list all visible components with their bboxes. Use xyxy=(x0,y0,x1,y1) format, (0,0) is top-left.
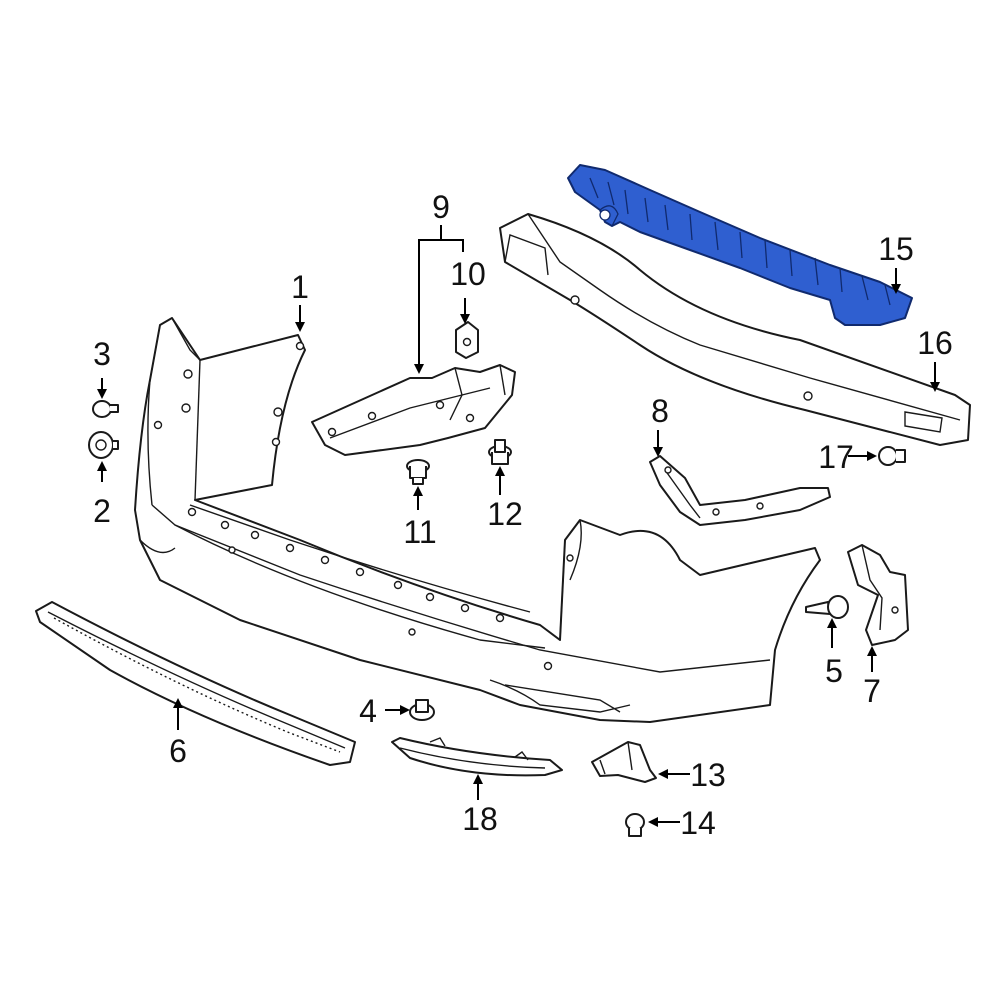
callout-17: 17 xyxy=(818,439,854,475)
grommet-2 xyxy=(88,431,119,459)
callout-18: 18 xyxy=(462,801,498,837)
lower-bracket xyxy=(591,741,657,783)
callout-6: 6 xyxy=(169,733,187,769)
bolt-14 xyxy=(625,813,645,837)
callout-14: 14 xyxy=(680,805,716,841)
screw-5 xyxy=(805,595,849,619)
callout-4: 4 xyxy=(359,693,377,729)
leader-lines xyxy=(97,225,940,827)
clip-nut xyxy=(455,321,479,359)
bolt-17 xyxy=(878,446,906,466)
callout-1: 1 xyxy=(291,269,309,305)
side-support xyxy=(847,544,909,646)
reinforcement-beam xyxy=(499,213,971,446)
energy-absorber-highlighted xyxy=(567,164,913,326)
callout-9: 9 xyxy=(432,189,450,225)
callout-16: 16 xyxy=(917,325,953,361)
callout-15: 15 xyxy=(878,231,914,267)
callout-8: 8 xyxy=(651,393,669,429)
bumper-cover xyxy=(134,317,821,723)
callout-2: 2 xyxy=(93,493,111,529)
step-pad xyxy=(35,601,356,766)
callout-10: 10 xyxy=(450,256,486,292)
callout-numbers: 1 2 3 4 5 6 7 8 9 10 11 12 13 14 15 16 1… xyxy=(93,189,953,841)
callout-3: 3 xyxy=(93,336,111,372)
bolt-11 xyxy=(406,459,430,485)
callout-13: 13 xyxy=(690,757,726,793)
side-bracket xyxy=(649,455,831,526)
callout-5: 5 xyxy=(825,653,843,689)
callout-11: 11 xyxy=(403,514,436,550)
bolt-12 xyxy=(488,439,512,465)
bumper-bracket xyxy=(311,364,516,456)
clip-4 xyxy=(409,699,435,721)
callout-7: 7 xyxy=(863,673,881,709)
callout-12: 12 xyxy=(487,496,523,532)
push-pin-3 xyxy=(92,400,119,418)
reflector-garnish xyxy=(391,737,563,777)
